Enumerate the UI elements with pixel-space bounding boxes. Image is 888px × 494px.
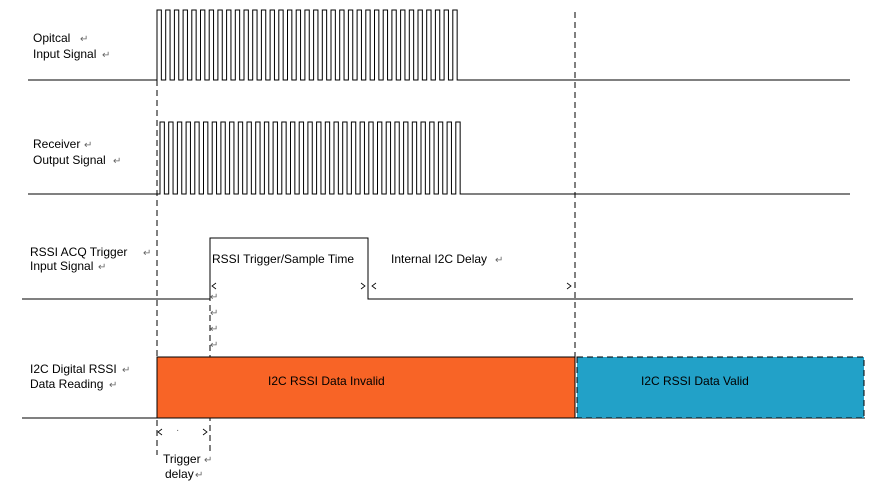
data-invalid-box [156,356,576,419]
return-mark: ↵ [195,470,203,481]
return-mark: ↵ [210,292,218,303]
rssi-trigger-label-line2: Input Signal [30,259,93,273]
return-mark: ↵ [204,455,212,466]
trigger-delay-arrow-left [157,428,163,436]
return-mark: ↵ [80,34,88,45]
trigger-delay-label-line2: delay [165,467,194,481]
i2c-delay-arrow-right [566,282,572,290]
rssi-trigger-label-line1: RSSI ACQ Trigger [30,245,127,259]
trigger-delay-dot: · [176,425,179,436]
data-valid-box [576,356,865,419]
return-mark: ↵ [102,50,110,61]
return-mark: ↵ [495,255,503,266]
return-mark: ↵ [113,156,121,167]
sample-time-arrow-right [360,282,366,290]
data-valid-label: I2C RSSI Data Valid [641,374,749,388]
trigger-delay-arrow-right [202,428,208,436]
return-mark: ↵ [109,380,117,391]
rssi-trigger-waveform [22,237,853,300]
data-invalid-label: I2C RSSI Data Invalid [268,374,385,388]
sample-time-arrow-left [211,282,217,290]
receiver-output-waveform [28,121,850,195]
return-mark: ↵ [210,324,218,335]
return-mark: ↵ [210,308,218,319]
optical-label-line2: Input Signal [33,47,96,61]
i2c-delay-arrow-left [371,282,377,290]
return-mark: ↵ [210,340,218,351]
sample-time-label: RSSI Trigger/Sample Time [212,252,354,266]
i2c-delay-label: Internal I2C Delay [391,252,487,266]
optical-label-line1: Opitcal [33,31,70,45]
return-mark: ↵ [143,248,151,259]
receiver-label-line2: Output Signal [33,153,106,167]
return-mark: ↵ [122,365,130,376]
i2c-label-line1: I2C Digital RSSI [30,362,117,376]
trigger-delay-label-line1: Trigger [163,452,201,466]
return-mark: ↵ [98,262,106,273]
i2c-label-line2: Data Reading [30,377,103,391]
receiver-label-line1: Receiver [33,137,80,151]
return-mark: ↵ [84,140,92,151]
optical-input-waveform [28,9,850,81]
